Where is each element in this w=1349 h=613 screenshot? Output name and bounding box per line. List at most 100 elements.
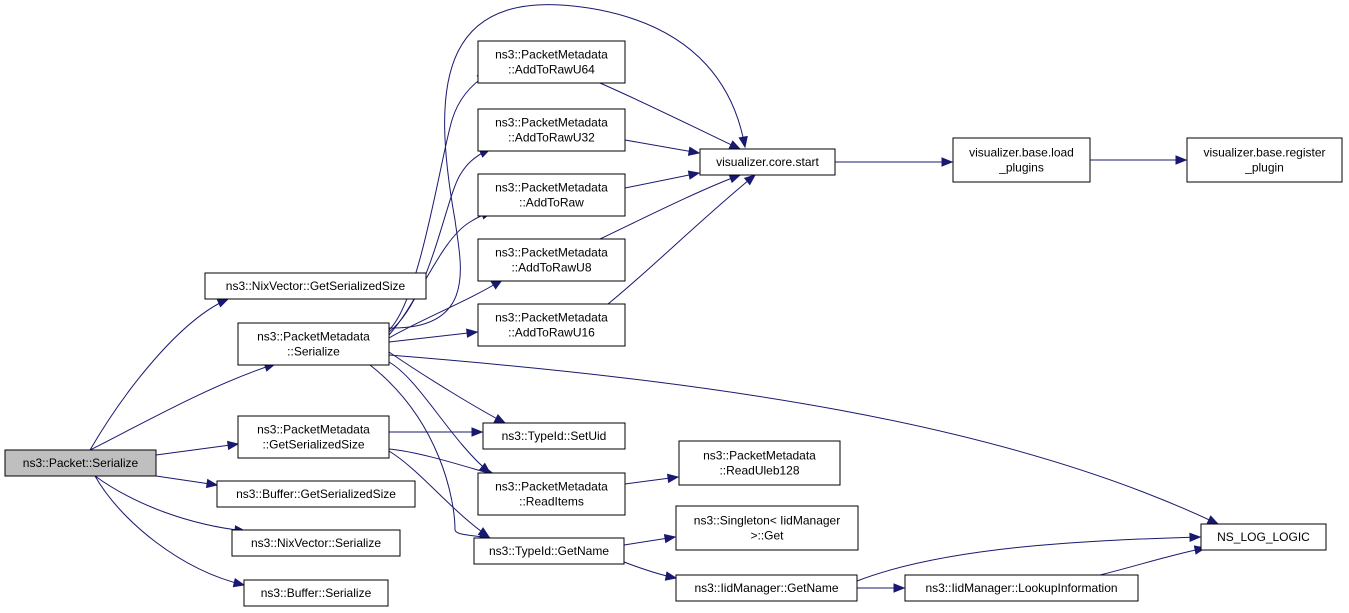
edge-line — [89, 298, 229, 451]
edge-getname-to-iid_getname — [623, 561, 678, 581]
node-label: ::GetSerializedSize — [262, 438, 364, 452]
node-box — [477, 303, 626, 347]
edge-line — [1099, 547, 1206, 576]
node-pm_serialize[interactable]: ns3::PacketMetadata::Serialize — [237, 322, 390, 366]
node-label: ns3::Buffer::Serialize — [261, 586, 372, 600]
edge-arrowhead — [941, 157, 954, 167]
node-label: _plugins — [998, 161, 1044, 175]
edge-readitems-to-readuleb — [624, 473, 680, 485]
node-readitems[interactable]: ns3::PacketMetadata::ReadItems — [477, 472, 626, 516]
node-box — [675, 505, 859, 551]
node-label: ns3::PacketMetadata — [495, 480, 608, 494]
node-box — [477, 173, 626, 217]
node-label: >::Get — [750, 529, 784, 543]
node-label: NS_LOG_LOGIC — [1217, 530, 1310, 544]
node-root[interactable]: ns3::Packet::Serialize — [4, 449, 157, 477]
edge-root-to-buf_ser — [94, 475, 246, 588]
edge-iid_getname-to-nslog — [856, 532, 1202, 582]
edge-line — [94, 475, 245, 586]
edge-line — [388, 331, 478, 343]
node-nix_size[interactable]: ns3::NixVector::GetSerializedSize — [204, 272, 427, 300]
node-nix_ser[interactable]: ns3::NixVector::Serialize — [231, 529, 401, 557]
edge-root-to-buf_size — [155, 475, 219, 489]
edge-root-to-nix_size — [89, 298, 230, 451]
edge-pm_serialize-to-u16 — [388, 328, 479, 343]
node-getname[interactable]: ns3::TypeId::GetName — [473, 537, 625, 565]
node-buf_size[interactable]: ns3::Buffer::GetSerializedSize — [216, 480, 416, 508]
edge-line — [369, 364, 491, 539]
edge-root-to-pm_getsize — [155, 440, 240, 456]
edge-line — [388, 354, 1219, 525]
node-label: ns3::PacketMetadata — [495, 246, 608, 260]
edge-arrowhead — [728, 174, 742, 184]
node-label: visualizer.base.load — [969, 146, 1074, 160]
node-box — [678, 440, 841, 486]
node-box — [952, 137, 1091, 183]
node-core_start[interactable]: visualizer.core.start — [699, 148, 836, 176]
edge-line — [388, 448, 496, 476]
edge-lookup-to-nslog — [1099, 545, 1207, 576]
edge-line — [94, 475, 246, 532]
edge-pm_getsize-to-setuid — [389, 427, 484, 437]
node-u64[interactable]: ns3::PacketMetadata::AddToRawU64 — [477, 40, 626, 84]
node-box — [477, 40, 626, 84]
node-label: ::AddToRaw — [519, 196, 584, 210]
node-singleton[interactable]: ns3::Singleton< IidManager>::Get — [675, 505, 859, 551]
node-box — [243, 579, 389, 607]
edge-arrowhead — [728, 140, 742, 150]
node-raw[interactable]: ns3::PacketMetadata::AddToRaw — [477, 173, 626, 217]
node-box — [237, 415, 390, 459]
node-setuid[interactable]: ns3::TypeId::SetUid — [482, 422, 626, 450]
edge-arrowhead — [687, 146, 701, 156]
node-u8[interactable]: ns3::PacketMetadata::AddToRawU8 — [477, 238, 626, 282]
node-label: ns3::PacketMetadata — [495, 48, 608, 62]
node-label: ns3::IidManager::GetName — [694, 581, 838, 595]
edge-pm_serialize-to-setuid — [388, 351, 507, 424]
node-label: ns3::PacketMetadata — [257, 330, 370, 344]
edge-line — [624, 139, 700, 154]
edge-iid_getname-to-lookup — [857, 583, 906, 593]
node-label: ns3::NixVector::GetSerializedSize — [226, 279, 406, 293]
node-box — [904, 574, 1139, 602]
node-u32[interactable]: ns3::PacketMetadata::AddToRawU32 — [477, 108, 626, 152]
node-box — [675, 574, 858, 602]
edge-arrowhead — [1206, 515, 1220, 525]
node-label: ns3::PacketMetadata — [495, 116, 608, 130]
node-register_plugin[interactable]: visualizer.base.register_plugin — [1186, 137, 1343, 183]
node-label: ns3::Singleton< IidManager — [694, 514, 840, 528]
edge-pm_serialize-to-core_start — [388, 4, 748, 329]
node-box — [482, 422, 626, 450]
node-pm_getsize[interactable]: ns3::PacketMetadata::GetSerializedSize — [237, 415, 390, 459]
node-label: visualizer.base.register — [1203, 146, 1325, 160]
edge-u16-to-core_start — [607, 174, 757, 305]
edge-line — [388, 351, 506, 424]
node-lookup[interactable]: ns3::IidManager::LookupInformation — [904, 574, 1139, 602]
edge-getname-to-singleton — [623, 533, 677, 546]
edge-arrowhead — [738, 135, 748, 149]
node-u16[interactable]: ns3::PacketMetadata::AddToRawU16 — [477, 303, 626, 347]
node-iid_getname[interactable]: ns3::IidManager::GetName — [675, 574, 858, 602]
edge-line — [607, 174, 756, 305]
node-box — [237, 322, 390, 366]
edge-arrowhead — [226, 440, 240, 451]
node-load_plugins[interactable]: visualizer.base.load_plugins — [952, 137, 1091, 183]
node-label: ::AddToRawU16 — [508, 326, 595, 340]
edge-arrowhead — [205, 478, 219, 489]
edge-arrowhead — [216, 298, 230, 308]
edge-line — [388, 4, 746, 329]
edge-pm_getsize-to-getname — [388, 450, 491, 538]
node-nslog[interactable]: NS_LOG_LOGIC — [1200, 523, 1327, 551]
node-label: _plugin — [1244, 161, 1284, 175]
node-box — [216, 480, 416, 508]
edge-core_start-to-load_plugins — [835, 157, 954, 167]
node-readuleb[interactable]: ns3::PacketMetadata::ReadUleb128 — [678, 440, 841, 486]
edge-arrowhead — [477, 527, 491, 538]
edge-line — [599, 174, 741, 240]
node-label: ns3::TypeId::SetUid — [502, 429, 607, 443]
node-label: ns3::Packet::Serialize — [23, 456, 139, 470]
node-buf_ser[interactable]: ns3::Buffer::Serialize — [243, 579, 389, 607]
node-box — [477, 472, 626, 516]
edge-arrowhead — [666, 473, 680, 484]
edge-arrowhead — [743, 174, 757, 186]
